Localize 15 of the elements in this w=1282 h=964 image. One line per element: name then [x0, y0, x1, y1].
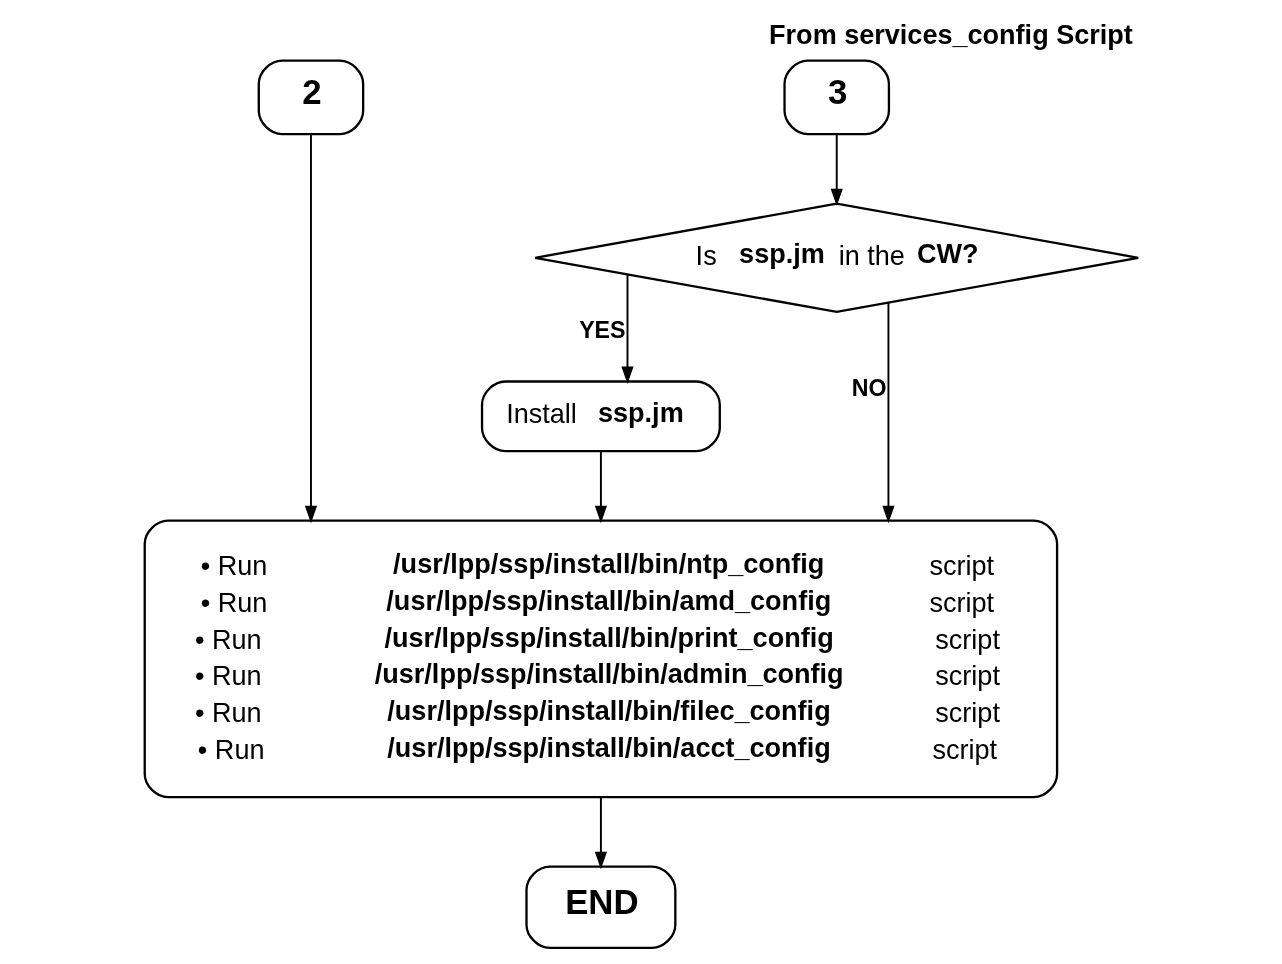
edge-label: NO: [851, 375, 886, 402]
edge-label: YES: [578, 316, 626, 343]
node-box: 2: [257, 59, 364, 136]
arrow: [881, 302, 895, 524]
diagram-title: From services_config Script: [768, 19, 1133, 50]
arrow: [620, 273, 634, 384]
node-box: Install ssp.jm: [480, 380, 721, 453]
node-box: 3: [782, 59, 890, 136]
arrow: [830, 133, 843, 207]
arrow: [304, 133, 317, 524]
arrow: [594, 796, 607, 870]
node-box: • Run /usr/lpp/ssp/install/bin/ntp_config script • Run /usr/lpp/ssp/install/bin/amd_config script • Run /usr/lpp/ssp/install/bin/print_config script • Run /usr/lpp/ssp/install/bin/admin_config script • Run /usr/lpp/ssp/install/bin/filec_config script • Run /usr/lpp/ssp/install/bin/acct_config script: [143, 519, 1058, 799]
node-box: END: [524, 865, 676, 949]
arrow: [594, 450, 607, 524]
node-diamond: Is ssp.jm in the CW?: [533, 202, 1139, 314]
